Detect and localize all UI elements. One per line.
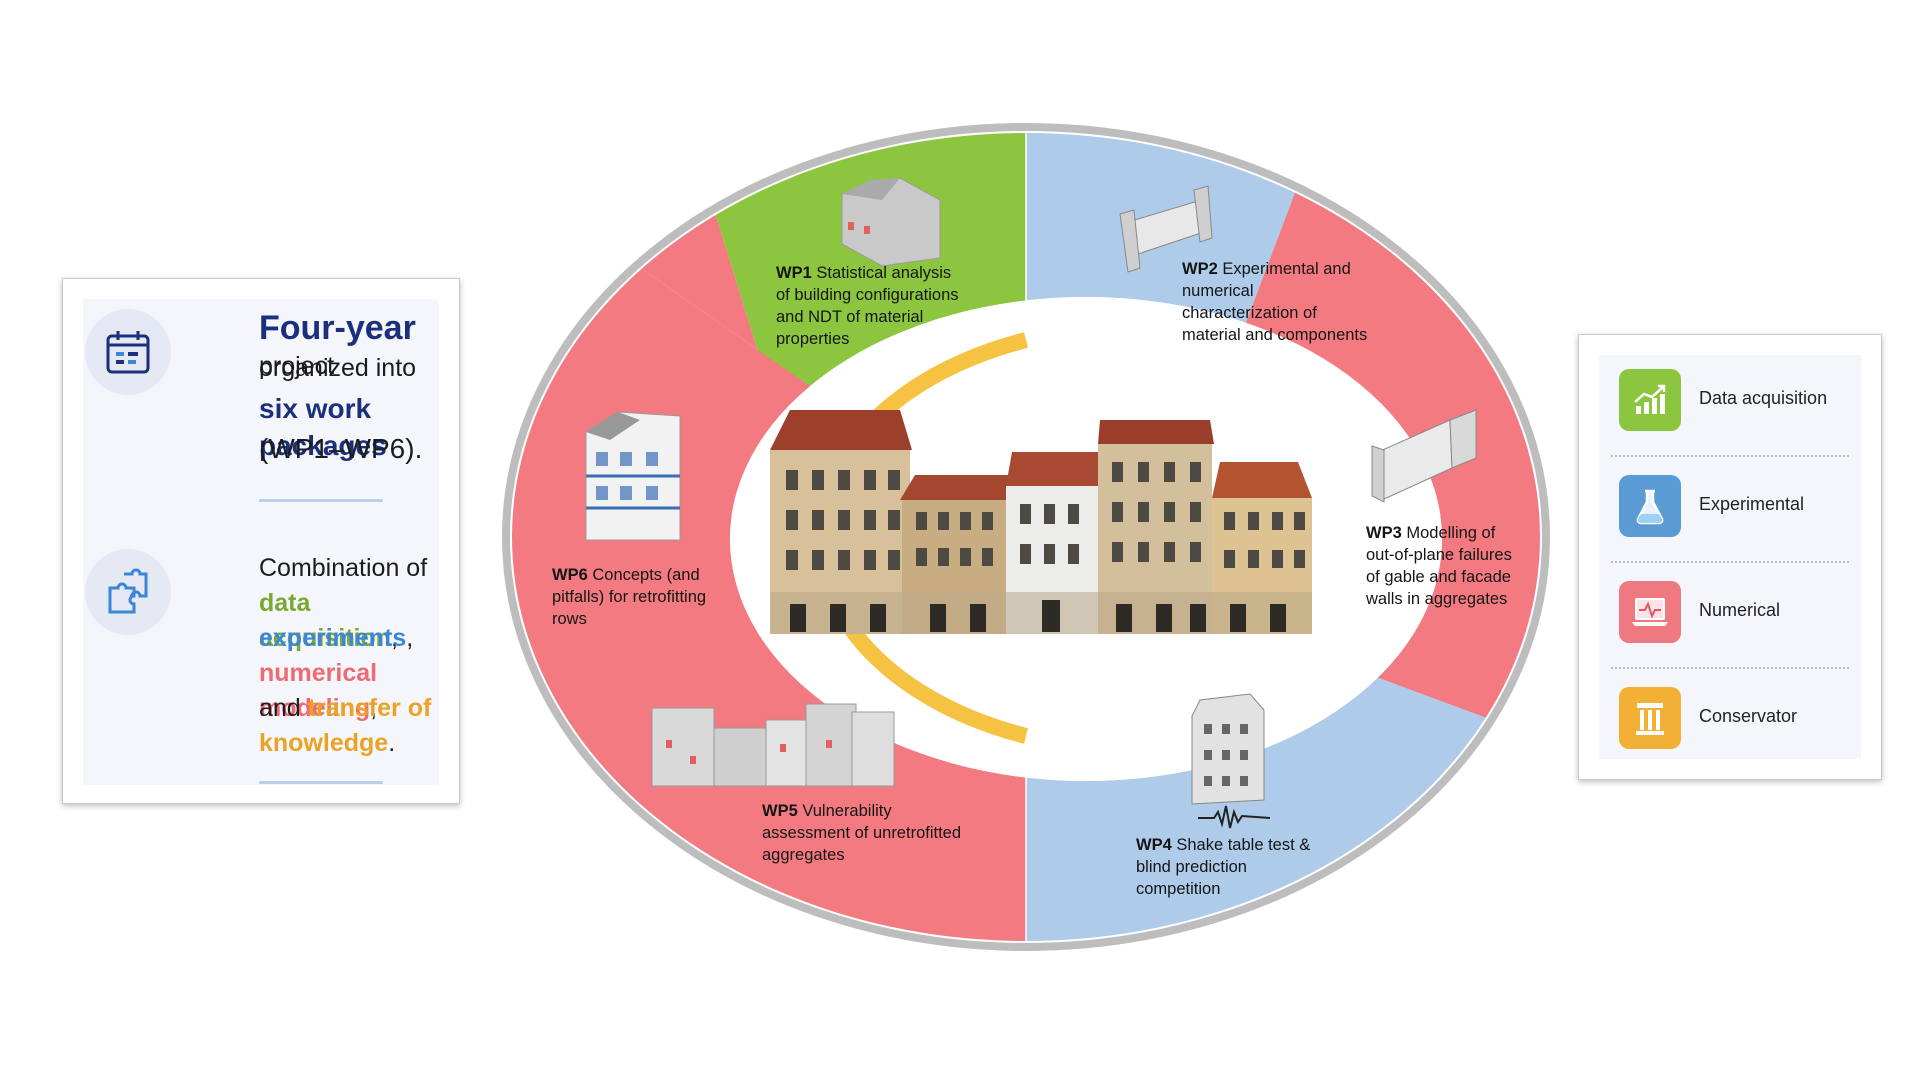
packages-line: six work packages	[259, 391, 439, 465]
legend-label-experimental: Experimental	[1699, 494, 1805, 514]
combination-intro: Combination of	[259, 554, 428, 582]
combo-punct-5: .	[388, 729, 396, 757]
wp6-retrofit-facade-icon	[585, 411, 681, 541]
combo-punct-1: ,	[390, 624, 398, 652]
wp1-line-4: properties	[776, 330, 850, 348]
legend-item-numerical: Numerical	[1599, 567, 1861, 667]
wp5-building-aggregate-icon	[651, 703, 895, 787]
wp-range-line: (WP1–WP6).	[259, 433, 423, 464]
packages-strong: six work packages	[259, 393, 387, 461]
legend-item-data-acquisition: Data acquisition	[1599, 355, 1861, 455]
wp4-line-2: blind prediction	[1136, 858, 1247, 876]
combo-punct-2: ,	[406, 624, 414, 652]
organized-line: organized into	[259, 354, 417, 382]
wp3-id: WP3	[1366, 524, 1402, 542]
legend-label-numerical: Numerical	[1699, 600, 1781, 620]
duration-line: Four-year project	[259, 311, 439, 384]
wp5-id: WP5	[762, 802, 798, 820]
calendar-icon	[85, 309, 171, 395]
combo-transfer-line: and transfer of	[259, 691, 431, 726]
wp3-line-4: walls in aggregates	[1366, 590, 1508, 608]
wp4-label: WP4 Shake table test & blind prediction …	[1136, 834, 1310, 900]
combo-punct-3: ,	[370, 694, 378, 722]
legend-separator-3	[1611, 667, 1849, 669]
ring-outer-shadow	[502, 123, 1550, 951]
wp4-id: WP4	[1136, 836, 1172, 854]
wp6-line-3: rows	[552, 610, 587, 628]
historic-building-row-illustration	[770, 410, 1312, 634]
flask-icon	[1619, 475, 1681, 537]
legend-separator-2	[1611, 561, 1849, 563]
project-summary-card: Four-year project organized into six wor…	[62, 278, 460, 804]
wp3-label: WP3 Modelling of out-of-plane failures o…	[1366, 522, 1512, 610]
legend-item-conservator: Conservator	[1599, 673, 1861, 773]
wp1-line-2: of building configurations	[776, 286, 959, 304]
combo-knowledge-line: knowledge.	[259, 726, 395, 761]
combo-numerical-modeling: numerical modeling	[259, 659, 378, 722]
puzzle-icon	[85, 549, 171, 635]
combo-and: and	[259, 694, 308, 722]
wp2-line-2: numerical	[1182, 282, 1254, 300]
wp2-wall-specimen-icon	[1119, 185, 1213, 273]
duration-rest: project	[259, 352, 335, 380]
wp2-label: WP2 Experimental and numerical character…	[1182, 258, 1367, 346]
wp1-text: Statistical analysis	[811, 264, 952, 282]
wp5-text: Vulnerability	[797, 802, 892, 820]
legend-card: Data acquisition Experimental	[1578, 334, 1882, 780]
wp4-shake-table-building-icon	[1191, 693, 1271, 829]
wp3-text: Modelling of	[1401, 524, 1496, 542]
wp4-text: Shake table test &	[1171, 836, 1311, 854]
wp4-line-3: competition	[1136, 880, 1221, 898]
combo-data-line: data acquisition,	[259, 586, 439, 656]
divider-top	[259, 499, 383, 502]
legend-label-conservator: Conservator	[1699, 706, 1798, 726]
combo-transfer: transfer of	[307, 694, 432, 722]
wp5-label: WP5 Vulnerability assessment of unretrof…	[762, 800, 961, 866]
wp2-line-3: characterization of	[1182, 304, 1317, 322]
wp1-label: WP1 Statistical analysis of building con…	[776, 262, 959, 350]
wp6-text: Concepts (and	[587, 566, 700, 584]
wp2-text: Experimental and	[1217, 260, 1351, 278]
wp1-line-3: and NDT of material	[776, 308, 924, 326]
legend-item-experimental: Experimental	[1599, 461, 1861, 561]
wp1-building-model-icon	[841, 177, 941, 267]
wp1-id: WP1	[776, 264, 812, 282]
wp6-label: WP6 Concepts (and pitfalls) for retrofit…	[552, 564, 706, 630]
column-icon	[1619, 687, 1681, 749]
combo-knowledge: knowledge	[259, 729, 389, 757]
wp6-line-2: pitfalls) for retrofitting	[552, 588, 707, 606]
wp2-line-4: material and components	[1182, 326, 1368, 344]
project-summary-panel: Four-year project organized into six wor…	[83, 299, 439, 785]
duration-strong: Four-year	[259, 309, 416, 347]
wp5-line-2: assessment of unretrofitted	[762, 824, 962, 842]
wp6-id: WP6	[552, 566, 588, 584]
divider-bottom	[259, 781, 383, 784]
legend-separator-1	[1611, 455, 1849, 457]
combo-num-line: numerical modeling,	[259, 656, 439, 726]
combo-data-acquisition: data acquisition	[259, 589, 391, 652]
wp3-line-2: out-of-plane failures	[1366, 546, 1512, 564]
legend-panel: Data acquisition Experimental	[1599, 355, 1861, 759]
legend-label-data-acquisition: Data acquisition	[1699, 388, 1828, 408]
growth-chart-icon	[1619, 369, 1681, 431]
wp3-corner-wall-icon	[1371, 409, 1477, 503]
laptop-icon	[1619, 581, 1681, 643]
wp3-line-3: of gable and facade	[1366, 568, 1511, 586]
wp2-id: WP2	[1182, 260, 1218, 278]
wp5-line-3: aggregates	[762, 846, 845, 864]
combo-experiments: experiments	[259, 624, 407, 652]
combo-exp-line: experiments,	[259, 621, 413, 656]
